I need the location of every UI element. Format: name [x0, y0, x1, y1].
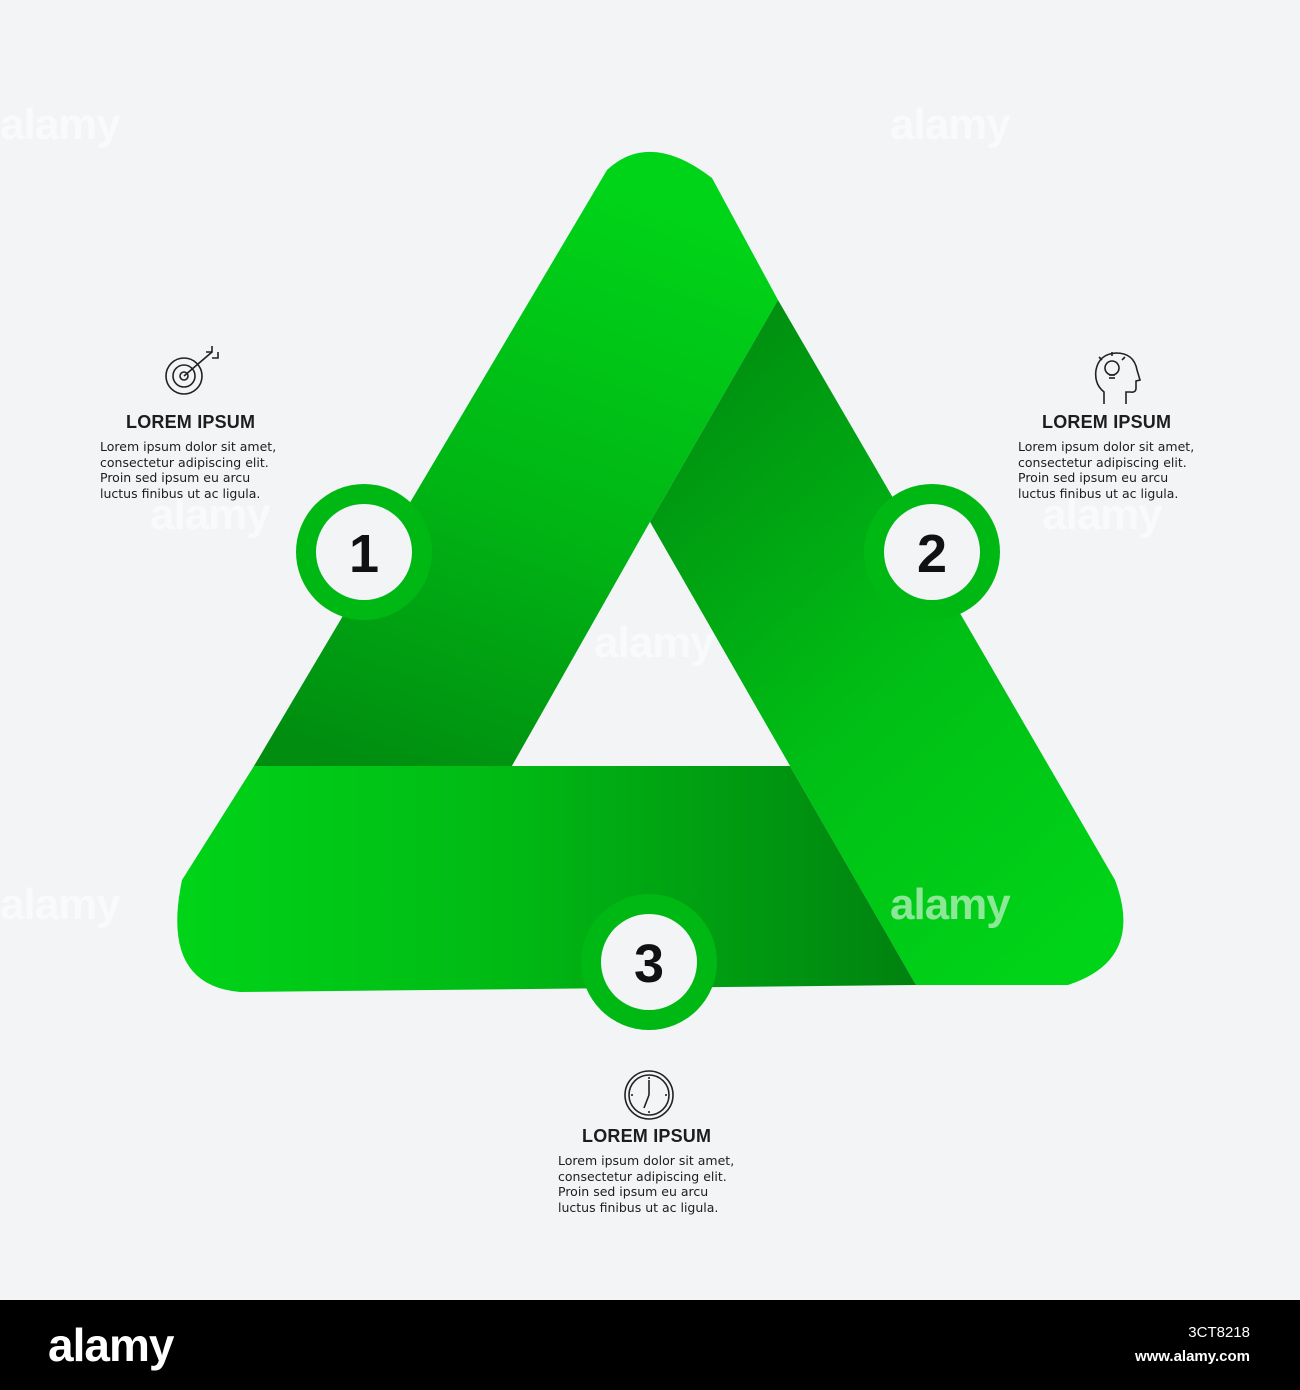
step-1-text: Lorem ipsum dolor sit amet, consectetur …: [100, 439, 277, 501]
step-1-description: LOREM IPSUM Lorem ipsum dolor sit amet, …: [100, 412, 300, 501]
image-id: 3CT8218: [1188, 1324, 1250, 1341]
step-number-1: 1: [349, 524, 379, 584]
step-2-description: LOREM IPSUM Lorem ipsum dolor sit amet, …: [1018, 412, 1218, 501]
step-1-title: LOREM IPSUM: [126, 412, 256, 432]
triangle-center-hole: [512, 522, 790, 766]
target-arrow-icon: [165, 346, 219, 395]
head-lightbulb-icon: [1094, 352, 1142, 404]
step-marker-3: 3: [581, 894, 717, 1030]
stock-footer-bar: alamy 3CT8218 www.alamy.com: [0, 1300, 1300, 1390]
step-number-3: 3: [634, 934, 664, 994]
step-2-title: LOREM IPSUM: [1042, 412, 1172, 432]
triangle-band-bottom: [177, 766, 917, 992]
step-marker-1: 1: [296, 484, 432, 620]
step-2-text: Lorem ipsum dolor sit amet, consectetur …: [1018, 439, 1195, 501]
alamy-logo: alamy: [48, 1319, 174, 1371]
step-3-title: LOREM IPSUM: [582, 1126, 712, 1146]
triangle-band-right: [650, 300, 1124, 985]
step-marker-2: 2: [864, 484, 1000, 620]
clock-icon: [624, 1070, 674, 1120]
step-3-text: Lorem ipsum dolor sit amet, consectetur …: [558, 1153, 735, 1215]
step-3-description: LOREM IPSUM Lorem ipsum dolor sit amet, …: [558, 1126, 758, 1215]
triangle-infographic: 1 2 3: [177, 151, 1124, 1030]
step-number-2: 2: [917, 524, 947, 584]
site-url: www.alamy.com: [1134, 1348, 1250, 1365]
